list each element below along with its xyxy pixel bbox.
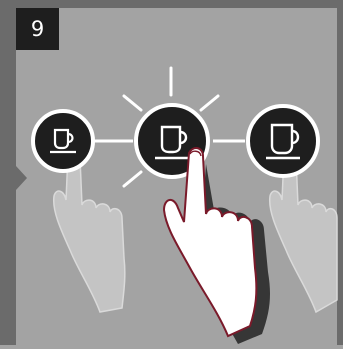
large-cup-button[interactable]: [248, 106, 318, 176]
right-frame: [337, 0, 343, 345]
left-frame: [0, 0, 27, 345]
hand-faded-left: [54, 151, 125, 312]
top-frame: [0, 0, 343, 8]
small-cup-button[interactable]: [33, 111, 93, 171]
step-number-badge: 9: [16, 8, 59, 50]
